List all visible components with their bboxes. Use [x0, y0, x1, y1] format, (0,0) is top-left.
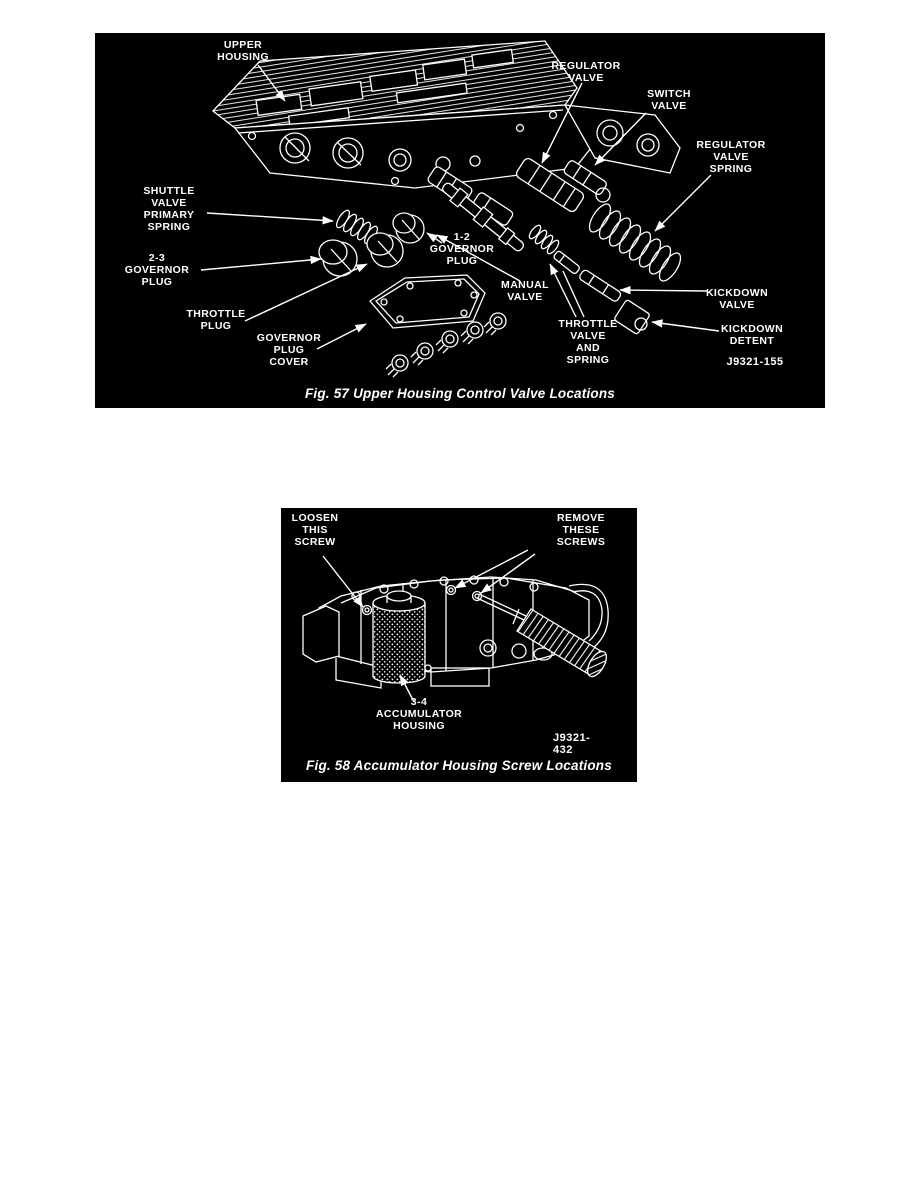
- figure-58-ref-code: J9321-432: [553, 732, 591, 756]
- figure-57-ref-code: J9321-155: [726, 356, 784, 368]
- label-manual-valve: MANUAL VALVE: [501, 279, 549, 304]
- label-throttle-valve-and-spring: THROTTLE VALVE AND SPRING: [558, 318, 618, 367]
- label-shuttle-valve-primary-spring: SHUTTLE VALVE PRIMARY SPRING: [143, 185, 195, 234]
- label-1-2-governor-plug: 1-2 GOVERNOR PLUG: [429, 231, 495, 268]
- label-governor-plug-cover: GOVERNOR PLUG COVER: [256, 332, 322, 369]
- upper-housing-valve-body-diagram: [200, 40, 720, 378]
- figure-58-caption: Fig. 58 Accumulator Housing Screw Locati…: [306, 758, 612, 773]
- figure-57-caption: Fig. 57 Upper Housing Control Valve Loca…: [304, 386, 616, 401]
- label-upper-housing: UPPER HOUSING: [217, 39, 269, 64]
- label-kickdown-detent: KICKDOWN DETENT: [720, 323, 784, 348]
- figure-57-panel: UPPER HOUSING REGULATOR VALVE SWITCH VAL…: [95, 33, 825, 408]
- label-loosen-this-screw: LOOSEN THIS SCREW: [291, 512, 339, 549]
- label-switch-valve: SWITCH VALVE: [647, 88, 691, 113]
- label-kickdown-valve: KICKDOWN VALVE: [705, 287, 769, 312]
- accumulator-housing-diagram: [302, 549, 609, 703]
- label-regulator-valve-spring: REGULATOR VALVE SPRING: [696, 139, 766, 176]
- label-remove-these-screws: REMOVE THESE SCREWS: [556, 512, 606, 549]
- label-2-3-governor-plug: 2-3 GOVERNOR PLUG: [124, 252, 190, 289]
- label-throttle-plug: THROTTLE PLUG: [186, 308, 246, 333]
- figure-58-panel: LOOSEN THIS SCREW REMOVE THESE SCREWS 3-…: [281, 508, 637, 782]
- label-regulator-valve: REGULATOR VALVE: [551, 60, 621, 85]
- label-3-4-accumulator-housing: 3-4 ACCUMULATOR HOUSING: [375, 696, 463, 733]
